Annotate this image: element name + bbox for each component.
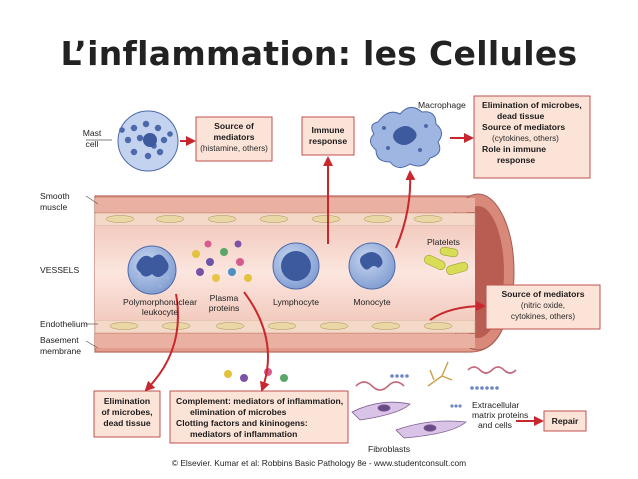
label-macrophage: Macrophage xyxy=(418,100,466,110)
box-complement-line1: Complement: mediators of inflammation, xyxy=(176,396,343,406)
arrow-monocyte-to-macrophage xyxy=(395,170,416,249)
box-pmn-elimination: Elimination of microbes, dead tissue xyxy=(93,390,161,438)
label-vessels: VESSELS xyxy=(40,265,79,275)
arrow-proteins-to-complement xyxy=(243,291,270,392)
box-mast-mediators-line3: (histamine, others) xyxy=(200,144,268,153)
label-basement: Basement xyxy=(40,335,79,345)
box-immune-line1: Immune xyxy=(312,125,345,135)
box-pmn-line3: dead tissue xyxy=(103,418,151,428)
arrows xyxy=(144,133,544,426)
macrophage-cell xyxy=(370,107,442,168)
box-vessel-mediators-line1: Source of mediators xyxy=(501,289,584,299)
smooth-muscle-layer-bottom xyxy=(95,334,475,348)
box-macrophage-line2: dead tissue xyxy=(497,111,545,121)
box-complement: Complement: mediators of inflammation, e… xyxy=(169,390,349,444)
slide-title: L’inflammation: les Cellules xyxy=(60,34,578,73)
box-macrophage-line1: Elimination of microbes, xyxy=(482,100,582,110)
plasma-proteins-outside xyxy=(224,368,288,382)
monocyte-cell xyxy=(348,242,396,290)
box-repair: Repair xyxy=(543,410,587,432)
label-ecm-line2: matrix proteins xyxy=(472,410,528,420)
box-complement-line4: mediators of inflammation xyxy=(190,429,297,439)
box-macrophage-line3: Source of mediators xyxy=(482,122,565,132)
label-proteins: proteins xyxy=(209,303,240,313)
label-pointer-lines xyxy=(85,139,112,349)
box-vessel-mediators-line2: (nitric oxide, xyxy=(521,301,565,310)
extracellular-matrix xyxy=(355,361,517,408)
label-pmn-line1: Polymorphonuclear xyxy=(123,297,197,307)
label-ecm-line3: and cells xyxy=(478,420,512,430)
label-monocyte: Monocyte xyxy=(353,297,390,307)
box-macrophage-line4: (cytokines, others) xyxy=(492,134,559,143)
label-muscle: muscle xyxy=(40,202,67,212)
endothelial-cells xyxy=(105,215,453,330)
label-ecm-line1: Extracellular xyxy=(472,400,519,410)
plasma-proteins-dots xyxy=(192,240,252,282)
label-endothelium: Endothelium xyxy=(40,319,88,329)
fibroblasts xyxy=(351,401,467,439)
box-pmn-line2: of microbes, xyxy=(101,407,152,417)
credit-line: © Elsevier. Kumar et al: Robbins Basic P… xyxy=(172,458,466,468)
platelets xyxy=(424,246,469,275)
lymphocyte-cell xyxy=(272,242,320,290)
box-pmn-line1: Elimination xyxy=(104,396,150,406)
box-macrophage-line6: response xyxy=(497,155,535,165)
label-smooth: Smooth xyxy=(40,191,70,201)
pmn-leukocyte-cell xyxy=(127,245,177,295)
box-complement-line2: elimination of microbes xyxy=(190,407,287,417)
box-complement-line3: Clotting factors and kininogens: xyxy=(176,418,308,428)
box-vessel-mediators: Source of mediators (nitric oxide, cytok… xyxy=(485,284,601,330)
mast-cell xyxy=(117,110,179,172)
label-plasma: Plasma xyxy=(210,293,239,303)
label-cell: cell xyxy=(86,139,99,149)
box-immune-response: Immune response xyxy=(301,116,355,156)
smooth-muscle-layer-top xyxy=(95,198,475,212)
box-immune-line2: response xyxy=(309,136,347,146)
box-mast-mediators-line2: mediators xyxy=(213,132,254,142)
arrow-pmn-to-elimination xyxy=(144,293,179,392)
box-mast-mediators: Source of mediators (histamine, others) xyxy=(195,116,273,162)
label-fibroblasts: Fibroblasts xyxy=(368,444,410,454)
label-lymphocyte: Lymphocyte xyxy=(273,297,319,307)
label-pmn-line2: leukocyte xyxy=(142,307,179,317)
label-platelets: Platelets xyxy=(427,237,460,247)
box-repair-label: Repair xyxy=(552,416,579,426)
arrow-vessel-to-mediators xyxy=(429,301,486,321)
box-macrophage-roles: Elimination of microbes, dead tissue Sou… xyxy=(473,95,591,179)
label-membrane: membrane xyxy=(40,346,81,356)
box-macrophage-line5: Role in immune xyxy=(482,144,546,154)
label-mast: Mast xyxy=(83,128,102,138)
box-vessel-mediators-line3: cytokines, others) xyxy=(511,312,575,321)
box-mast-mediators-line1: Source of xyxy=(214,121,254,131)
